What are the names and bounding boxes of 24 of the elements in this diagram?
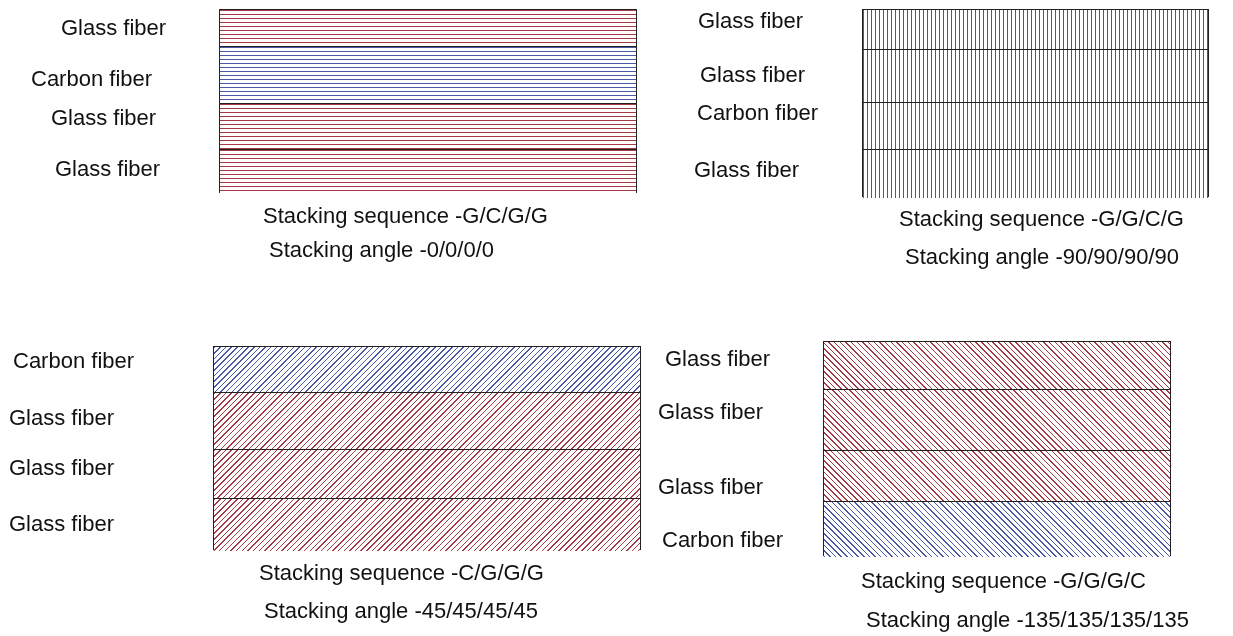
layer-label: Glass fiber — [694, 157, 800, 183]
layer-label: Glass fiber — [61, 15, 167, 41]
stacking-caption: Stacking sequence -G/C/G/G — [263, 203, 548, 229]
layer-label: Carbon fiber — [13, 348, 135, 374]
stacking-caption: Stacking sequence -C/G/G/G — [259, 560, 544, 586]
layer-label: Glass fiber — [55, 156, 161, 182]
layer-label: Glass fiber — [700, 62, 806, 88]
stacking-caption: Stacking angle -0/0/0/0 — [269, 237, 495, 263]
layer-label: Carbon fiber — [662, 527, 784, 553]
layer-label: Glass fiber — [51, 105, 157, 131]
stacking-caption: Stacking sequence -G/G/C/G — [899, 206, 1184, 232]
layer-label: Glass fiber — [9, 455, 115, 481]
layer-label: Glass fiber — [658, 399, 764, 425]
layer-label: Glass fiber — [9, 405, 115, 431]
layer-label: Glass fiber — [698, 8, 804, 34]
stacking-caption: Stacking angle -135/135/135/135 — [866, 607, 1189, 633]
stacking-caption: Stacking angle -45/45/45/45 — [264, 598, 538, 624]
layer-label: Carbon fiber — [31, 66, 153, 92]
layer-label: Glass fiber — [9, 511, 115, 537]
stacking-caption: Stacking sequence -G/G/G/C — [861, 568, 1146, 594]
layer-label: Carbon fiber — [697, 100, 819, 126]
layer-label: Glass fiber — [658, 474, 764, 500]
stacking-caption: Stacking angle -90/90/90/90 — [905, 244, 1179, 270]
layer-label: Glass fiber — [665, 346, 771, 372]
